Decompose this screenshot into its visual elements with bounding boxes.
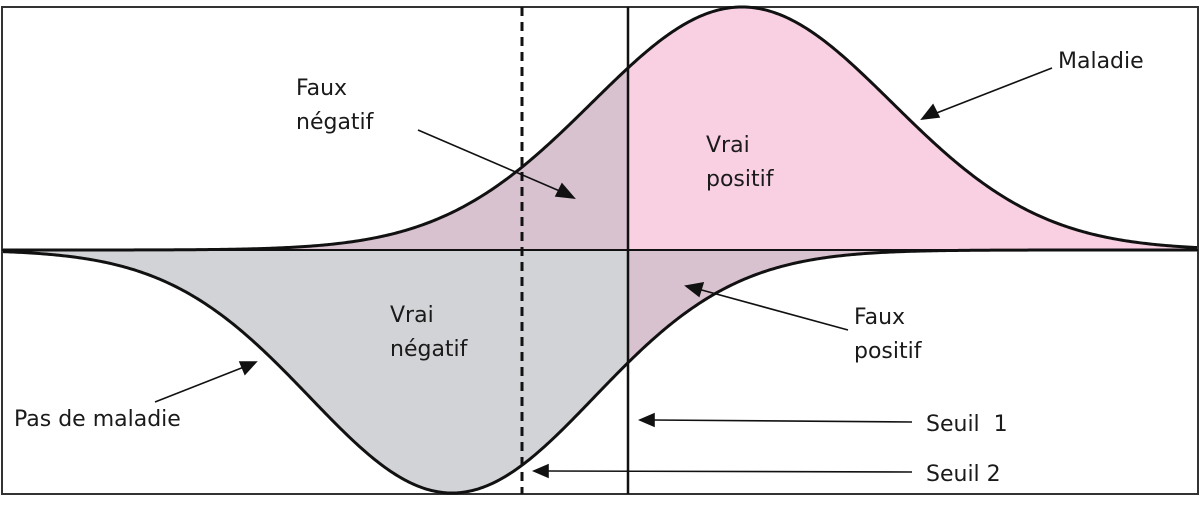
seuil-2-label: Seuil 2 — [926, 462, 1001, 487]
pas-de-maladie-curve — [2, 248, 1197, 495]
pas-de-maladie-label: Pas de maladie — [14, 407, 181, 432]
faux-positif-area — [628, 250, 1197, 363]
annotation-arrows — [154, 67, 1053, 479]
vrai-negatif-area — [3, 250, 628, 493]
vrai-positif-area — [628, 7, 1197, 250]
seuil-1-label: Seuil 1 — [926, 412, 1008, 437]
vrai-negatif-label: Vrai négatif — [390, 303, 469, 362]
faux-negatif-label: Faux négatif — [296, 76, 375, 135]
maladie-curve — [3, 5, 1198, 252]
faux-negatif-area — [3, 68, 628, 250]
maladie-label: Maladie — [1058, 49, 1144, 74]
vrai-positif-label: Vrai positif — [706, 133, 775, 192]
faux-positif-label: Faux positif — [854, 305, 923, 364]
